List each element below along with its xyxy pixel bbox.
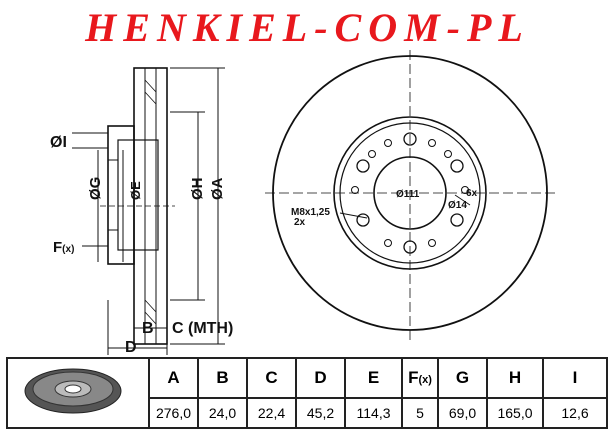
dim-g-label: ØG xyxy=(87,177,104,200)
header-h: H xyxy=(486,357,544,399)
svg-text:F(x): F(x) xyxy=(53,239,74,256)
front-view xyxy=(265,50,555,340)
bolt-holes xyxy=(356,132,464,254)
value-f: 5 xyxy=(401,397,439,429)
side-view xyxy=(72,67,225,355)
bolt-count-label: 6x xyxy=(466,188,478,199)
header-f-suffix: (x) xyxy=(418,374,432,386)
header-a: A xyxy=(148,357,199,399)
value-c: 22,4 xyxy=(246,397,297,429)
dim-d-label: D xyxy=(125,339,137,356)
dim-b-label: B xyxy=(142,320,154,337)
header-d: D xyxy=(295,357,346,399)
side-view-labels: ØI ØG ØE ØH ØA F(x) B C (MTH) D xyxy=(50,134,233,356)
value-i: 12,6 xyxy=(542,397,608,429)
dim-e-label: ØE xyxy=(128,181,143,200)
front-view-labels: Ø111 6x Ø14 M8x1,25 2x xyxy=(291,188,478,228)
disc-thumbnail xyxy=(6,357,150,429)
dim-h-label: ØH xyxy=(189,178,206,201)
value-e: 114,3 xyxy=(344,397,403,429)
value-d: 45,2 xyxy=(295,397,346,429)
header-b: B xyxy=(197,357,248,399)
thread-label: M8x1,25 xyxy=(291,207,330,218)
table-header-row: A B C D E F(x) G H I xyxy=(6,357,608,429)
thread-count-label: 2x xyxy=(294,217,306,228)
table-value-row: 276,0 24,0 22,4 45,2 114,3 5 69,0 165,0 … xyxy=(7,397,608,429)
dim-i-label: ØI xyxy=(50,134,67,151)
header-e: E xyxy=(344,357,403,399)
header-i: I xyxy=(542,357,608,399)
dim-a-label: ØA xyxy=(209,177,226,200)
watermark-logo: HENKIEL-COM-PL xyxy=(85,5,530,50)
small-holes xyxy=(351,139,469,247)
header-c: C xyxy=(246,357,297,399)
value-h: 165,0 xyxy=(486,397,544,429)
header-g: G xyxy=(437,357,488,399)
dim-f-label: F xyxy=(53,239,62,256)
dim-f-sub: (x) xyxy=(62,244,74,255)
value-g: 69,0 xyxy=(437,397,488,429)
value-a: 276,0 xyxy=(148,397,199,429)
disc-thumbnail-image xyxy=(24,368,122,414)
header-f-letter: F xyxy=(408,368,419,387)
header-f: F(x) xyxy=(401,357,439,399)
bolt-diameter-label: Ø14 xyxy=(448,200,467,211)
dim-c-label: C (MTH) xyxy=(172,320,233,337)
spec-table: A B C D E F(x) G H I 276,0 24,0 22,4 45,… xyxy=(6,357,608,429)
center-bore-label: Ø111 xyxy=(396,189,420,200)
value-b: 24,0 xyxy=(197,397,248,429)
